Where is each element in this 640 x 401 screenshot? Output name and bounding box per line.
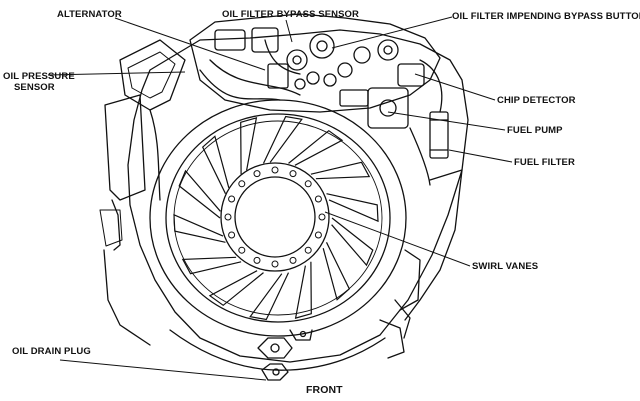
hub-bolt-hole xyxy=(304,180,312,188)
fuel-filter-label: FUEL FILTER xyxy=(514,157,575,168)
swirl-vane xyxy=(262,115,303,164)
swirl-vane xyxy=(249,272,290,321)
alternator-label: ALTERNATOR xyxy=(57,9,122,20)
swirl-vane xyxy=(288,129,344,166)
hub-bolt-hole xyxy=(289,256,297,264)
leader-fuel-filter xyxy=(448,149,513,163)
swirl-vane xyxy=(294,261,312,319)
fuel-filter-body xyxy=(429,111,449,159)
hub-bolt-hole xyxy=(271,166,279,174)
right-lower-housing xyxy=(404,169,463,321)
swirl-vane xyxy=(208,270,264,307)
oil-drain-plug-boss xyxy=(257,337,293,359)
hub-bolt-hole xyxy=(289,170,297,178)
hub-bolt-hole xyxy=(314,195,322,203)
leader-fuel-pump xyxy=(387,111,506,131)
swirl-vane xyxy=(322,242,351,301)
inlet-ring-outer xyxy=(149,99,407,337)
hub-bolt-hole xyxy=(238,180,246,188)
engine-housing-outline xyxy=(127,29,469,363)
hub-bolt-hole xyxy=(253,170,261,178)
swirl-vane xyxy=(173,213,226,243)
swirl-vane xyxy=(178,169,221,219)
swirl-vanes-label: SWIRL VANES xyxy=(472,261,539,272)
leader-lines xyxy=(47,16,513,381)
hub-bolt-hole xyxy=(224,213,232,221)
chip-detector-body xyxy=(397,63,425,87)
hub-bolt-hole xyxy=(228,231,236,239)
hub-bolt-circle xyxy=(224,166,326,268)
hub-bolt-hole xyxy=(314,231,322,239)
hub-bolt-hole xyxy=(304,246,312,254)
swirl-vane xyxy=(326,193,379,223)
swirl-vane xyxy=(331,217,374,267)
top-accessory-gearbox xyxy=(189,13,441,113)
hub-outer xyxy=(220,162,330,272)
oil-filter-bypass-sensor-label: OIL FILTER BYPASS SENSOR xyxy=(222,9,360,20)
hub-inner xyxy=(234,176,316,258)
leader-oil-drain-plug xyxy=(59,359,267,381)
leader-alternator xyxy=(114,17,266,71)
leader-swirl-vanes xyxy=(324,211,471,267)
front-label: FRONT xyxy=(306,384,343,396)
oil-filter-impending-bypass-button-label: OIL FILTER IMPENDING BYPASS BUTTON xyxy=(452,11,640,22)
left-frame xyxy=(104,94,146,201)
leader-chip-detector xyxy=(414,73,496,101)
oil-pressure-sensor-label-line2: SENSOR xyxy=(14,82,55,93)
leader-bypass-sensor xyxy=(285,19,293,43)
swirl-vane xyxy=(181,256,242,275)
inlet-ring-inner xyxy=(165,113,391,323)
hub-bolt-hole xyxy=(253,256,261,264)
swirl-vane xyxy=(240,117,258,175)
swirl-vane xyxy=(201,135,230,194)
left-accessory-block xyxy=(119,39,186,111)
fuel-pump-label: FUEL PUMP xyxy=(507,125,563,136)
oil-drain-plug-label: OIL DRAIN PLUG xyxy=(12,346,91,357)
hub-bolt-hole xyxy=(228,195,236,203)
hub-bolt-hole xyxy=(271,260,279,268)
swirl-vanes-group xyxy=(173,115,379,321)
hub-bolt-hole xyxy=(318,213,326,221)
leader-oil-pressure xyxy=(47,71,186,76)
chip-detector-label: CHIP DETECTOR xyxy=(497,95,576,106)
oil-pressure-sensor-label-line1: OIL PRESSURE xyxy=(3,71,75,82)
hub-bolt-hole xyxy=(238,246,246,254)
swirl-vane xyxy=(310,161,371,180)
leader-impending-button xyxy=(331,16,453,49)
fuel-pump-body xyxy=(367,87,409,129)
